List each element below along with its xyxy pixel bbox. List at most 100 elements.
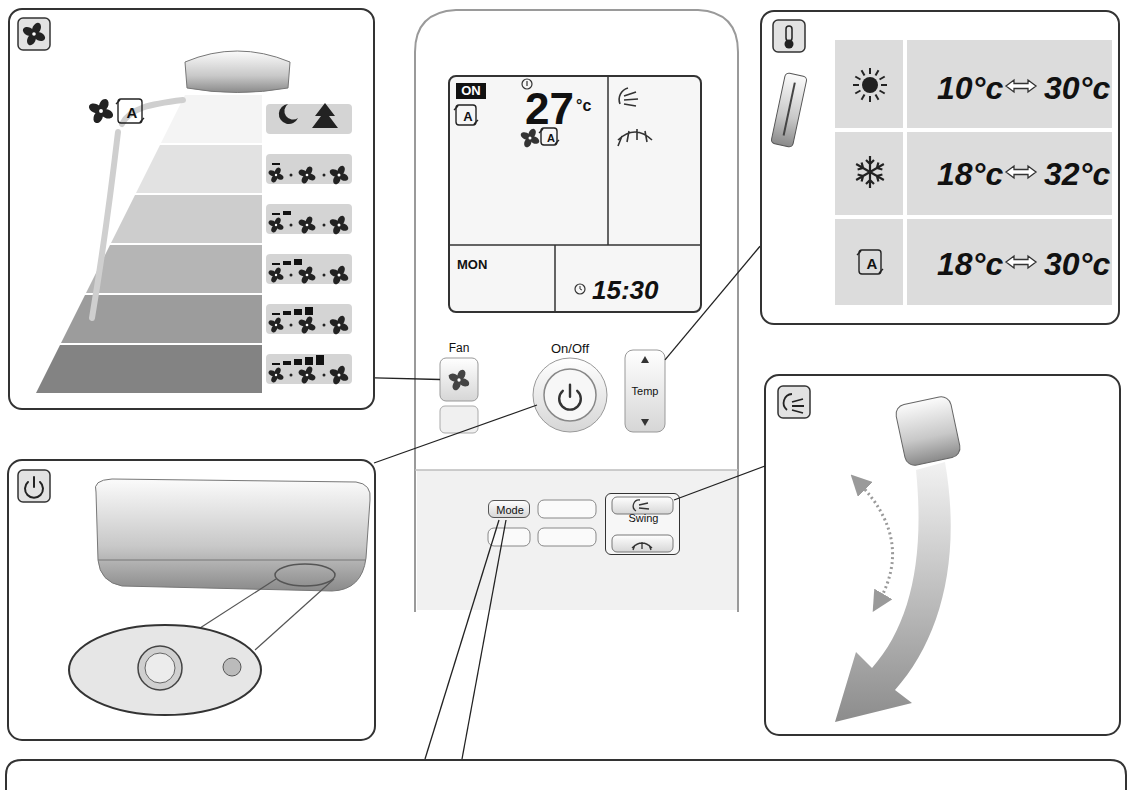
button-label: Fan — [428, 341, 490, 356]
remote-lower-plate — [417, 470, 737, 610]
clock-indicator — [580, 286, 582, 290]
leader-line — [425, 520, 499, 759]
swing-icon — [633, 500, 649, 511]
temperature-unit: °c — [576, 97, 591, 115]
speed-dot — [323, 174, 326, 177]
fan-blade — [298, 368, 309, 377]
fan-hub — [306, 374, 309, 377]
blank-button — [538, 528, 596, 546]
fan-button: Fan — [440, 358, 478, 401]
unit-power-button — [145, 653, 175, 683]
swing-indicator — [618, 129, 652, 146]
speed-bar — [283, 211, 291, 215]
temp-button — [625, 350, 665, 432]
temperature-panel-ground — [760, 10, 1120, 325]
speed-bar — [283, 311, 291, 315]
fan-blade — [447, 372, 460, 383]
receiver-window — [223, 658, 241, 676]
fan-hub — [306, 324, 309, 327]
speed-bar — [272, 263, 280, 265]
indoor-unit-side — [894, 395, 962, 467]
detail-leader — [200, 579, 276, 628]
power-symbol — [33, 477, 35, 487]
detail-leader — [255, 579, 334, 650]
thermo-glyph — [786, 26, 792, 41]
fan-blade — [298, 318, 309, 327]
speed-dot — [323, 224, 326, 227]
lcd-divider — [449, 244, 701, 246]
fan-hub — [338, 224, 341, 227]
unit-power-button — [138, 646, 182, 690]
sun-ray — [862, 95, 865, 100]
sun-ray — [876, 95, 879, 100]
swing-range — [858, 482, 893, 603]
blank-button — [538, 500, 596, 518]
remote-body — [415, 10, 738, 612]
fan-blade — [329, 218, 341, 228]
fan-blade — [268, 169, 278, 177]
temperature-range-panel: 10°c30°c18°c32°cA18°c30°c — [760, 10, 1120, 325]
fan-hub — [275, 174, 277, 176]
auto-range-bracket — [92, 100, 183, 318]
fan-hub — [338, 174, 341, 177]
speed-bar — [316, 355, 324, 365]
indoor-unit — [185, 51, 290, 93]
sun-ray — [869, 96, 871, 102]
swing-glyph — [784, 394, 804, 413]
blank-button — [440, 406, 478, 433]
swing-button — [612, 497, 673, 514]
fan-hub — [338, 374, 341, 377]
temperature-value: 30°c — [1044, 248, 1110, 280]
temp-button: Temp — [625, 350, 665, 432]
range-arrow — [1006, 80, 1036, 92]
speed-bar — [305, 307, 313, 315]
leader-line — [674, 466, 765, 500]
speed-bar — [272, 363, 280, 365]
speed-bar — [294, 359, 302, 365]
icon-frame — [18, 470, 50, 502]
cool-snowflake — [854, 161, 886, 184]
fan-blade — [329, 318, 341, 328]
fan-button — [440, 358, 478, 401]
icon-frame — [18, 18, 50, 50]
leader-line — [375, 378, 440, 380]
speed-bar — [294, 259, 302, 265]
airflow-band — [36, 345, 262, 393]
lcd-divider — [554, 245, 556, 311]
sun-ray — [853, 84, 859, 86]
fan-hub — [529, 137, 532, 140]
power-button-ring — [544, 369, 596, 421]
lcd-divider — [607, 77, 609, 245]
thermometer — [771, 72, 807, 147]
sun-ray — [881, 84, 887, 86]
leader-line — [462, 520, 506, 759]
mode-panel — [6, 760, 1126, 790]
sun-ray — [869, 68, 871, 74]
temperature-value: 32°c — [1044, 158, 1110, 190]
auto-icon-letter: A — [120, 101, 144, 125]
speed-bar — [294, 309, 302, 315]
airflow-band — [111, 195, 262, 243]
quiet-moon — [279, 104, 298, 124]
fan-hub — [275, 324, 277, 326]
swing-button-group: Swing — [605, 493, 680, 555]
fan-hub — [275, 224, 277, 226]
fan-blade — [329, 268, 341, 278]
fan-blade — [268, 369, 278, 377]
auto-icon-letter: A — [458, 107, 478, 127]
lcd-screen — [448, 75, 702, 313]
sun-ray — [880, 91, 885, 94]
airflow-band — [86, 245, 262, 293]
table-row — [835, 132, 1112, 215]
speed-bar — [272, 313, 280, 315]
fan-blade — [298, 268, 309, 277]
fan-blade — [21, 25, 35, 37]
speed-bar — [272, 213, 280, 215]
clock-indicator — [575, 284, 585, 294]
fan-blade — [298, 168, 309, 177]
icon-frame — [773, 20, 805, 52]
fan-blade — [298, 218, 309, 227]
fan-hub — [32, 32, 36, 36]
set-temperature: 27 — [525, 85, 574, 133]
